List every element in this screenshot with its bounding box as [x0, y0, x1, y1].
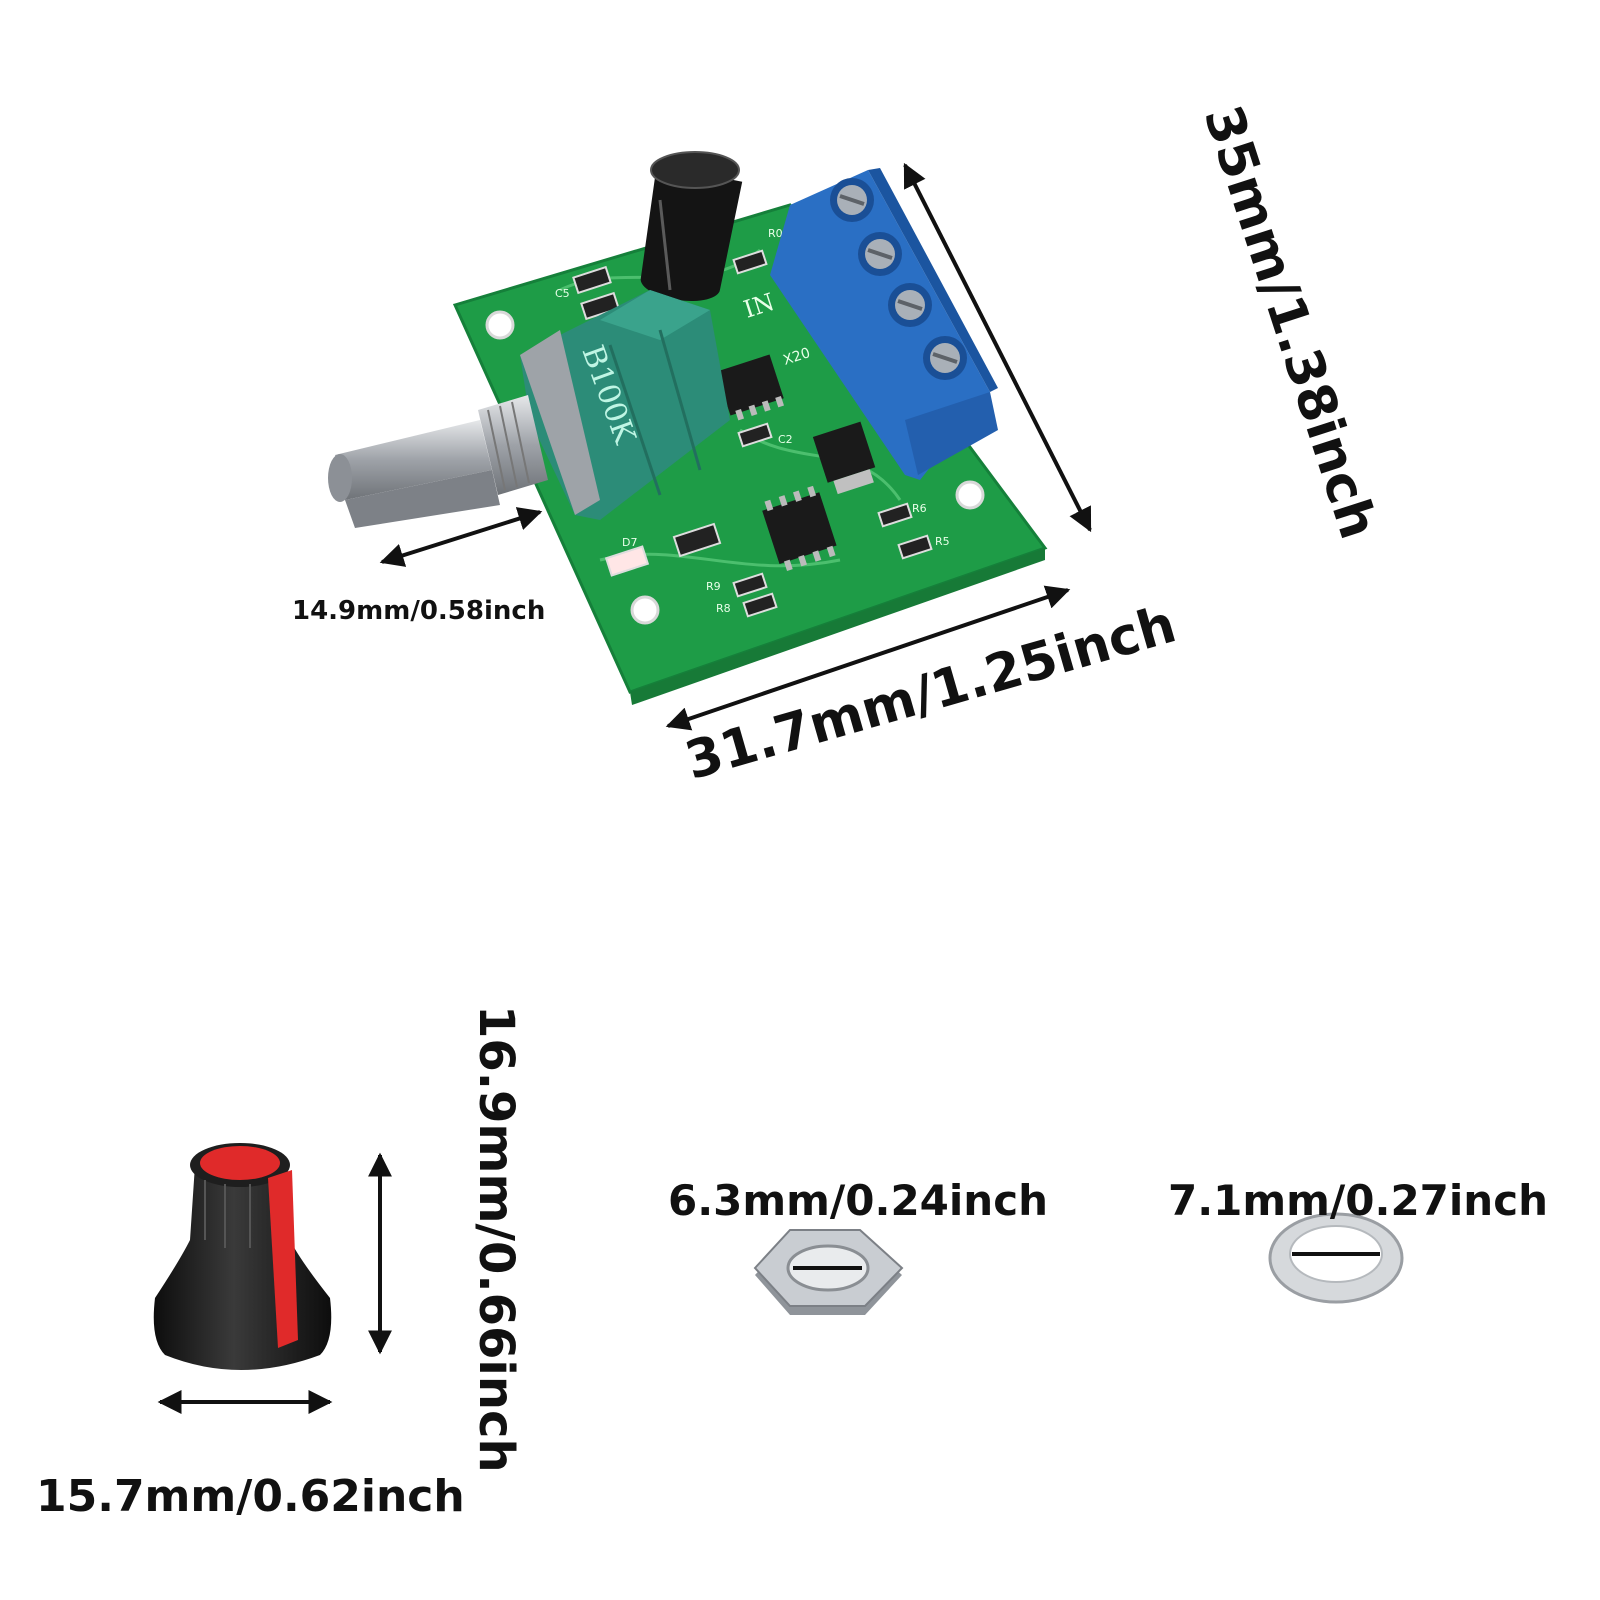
- mount-hole: [630, 595, 660, 625]
- board-height-arrow: [903, 162, 1092, 533]
- hex-nut: [753, 1229, 904, 1315]
- mount-hole: [485, 310, 515, 340]
- silk-label: R6: [912, 502, 927, 515]
- smd-component: [572, 265, 612, 295]
- board-width-arrow: [665, 585, 1071, 731]
- potentiometer-shaft: [328, 395, 548, 528]
- knob: [153, 1143, 332, 1370]
- mount-hole: [955, 480, 985, 510]
- nut-size-label: 6.3mm/0.24inch: [668, 1176, 1048, 1225]
- ic-chip: [716, 354, 784, 421]
- washer-size-label: 7.1mm/0.27inch: [1168, 1176, 1548, 1225]
- smd-component: [580, 291, 620, 321]
- silk-label: C2: [778, 433, 793, 446]
- silk-label: C5: [555, 287, 570, 300]
- potentiometer: B100K: [520, 290, 730, 520]
- smd-component: [732, 249, 768, 275]
- led: [604, 545, 650, 577]
- smd-component: [897, 534, 933, 560]
- silk-label: R8: [716, 602, 731, 615]
- screw-terminal: [923, 336, 967, 380]
- shaft-length-arrow: [379, 507, 543, 567]
- diode: [672, 522, 722, 558]
- screw-terminal: [888, 283, 932, 327]
- ic-chip: [762, 485, 837, 572]
- shaft-length-label: 14.9mm/0.58inch: [292, 596, 546, 626]
- knob-width-label: 15.7mm/0.62inch: [36, 1471, 465, 1522]
- silk-label: R5: [935, 535, 950, 548]
- silk-label: D7: [622, 536, 637, 549]
- screw-terminal: [858, 232, 902, 276]
- smd-component: [737, 422, 773, 448]
- screw-terminal: [830, 178, 874, 222]
- mosfet: [812, 421, 876, 495]
- knob-height-label: 16.9mm/0.66inch: [468, 1005, 524, 1473]
- capacitor: [640, 151, 743, 301]
- silk-label: R0: [768, 227, 783, 240]
- silk-label: R9: [706, 580, 721, 593]
- washer: [1268, 1212, 1404, 1304]
